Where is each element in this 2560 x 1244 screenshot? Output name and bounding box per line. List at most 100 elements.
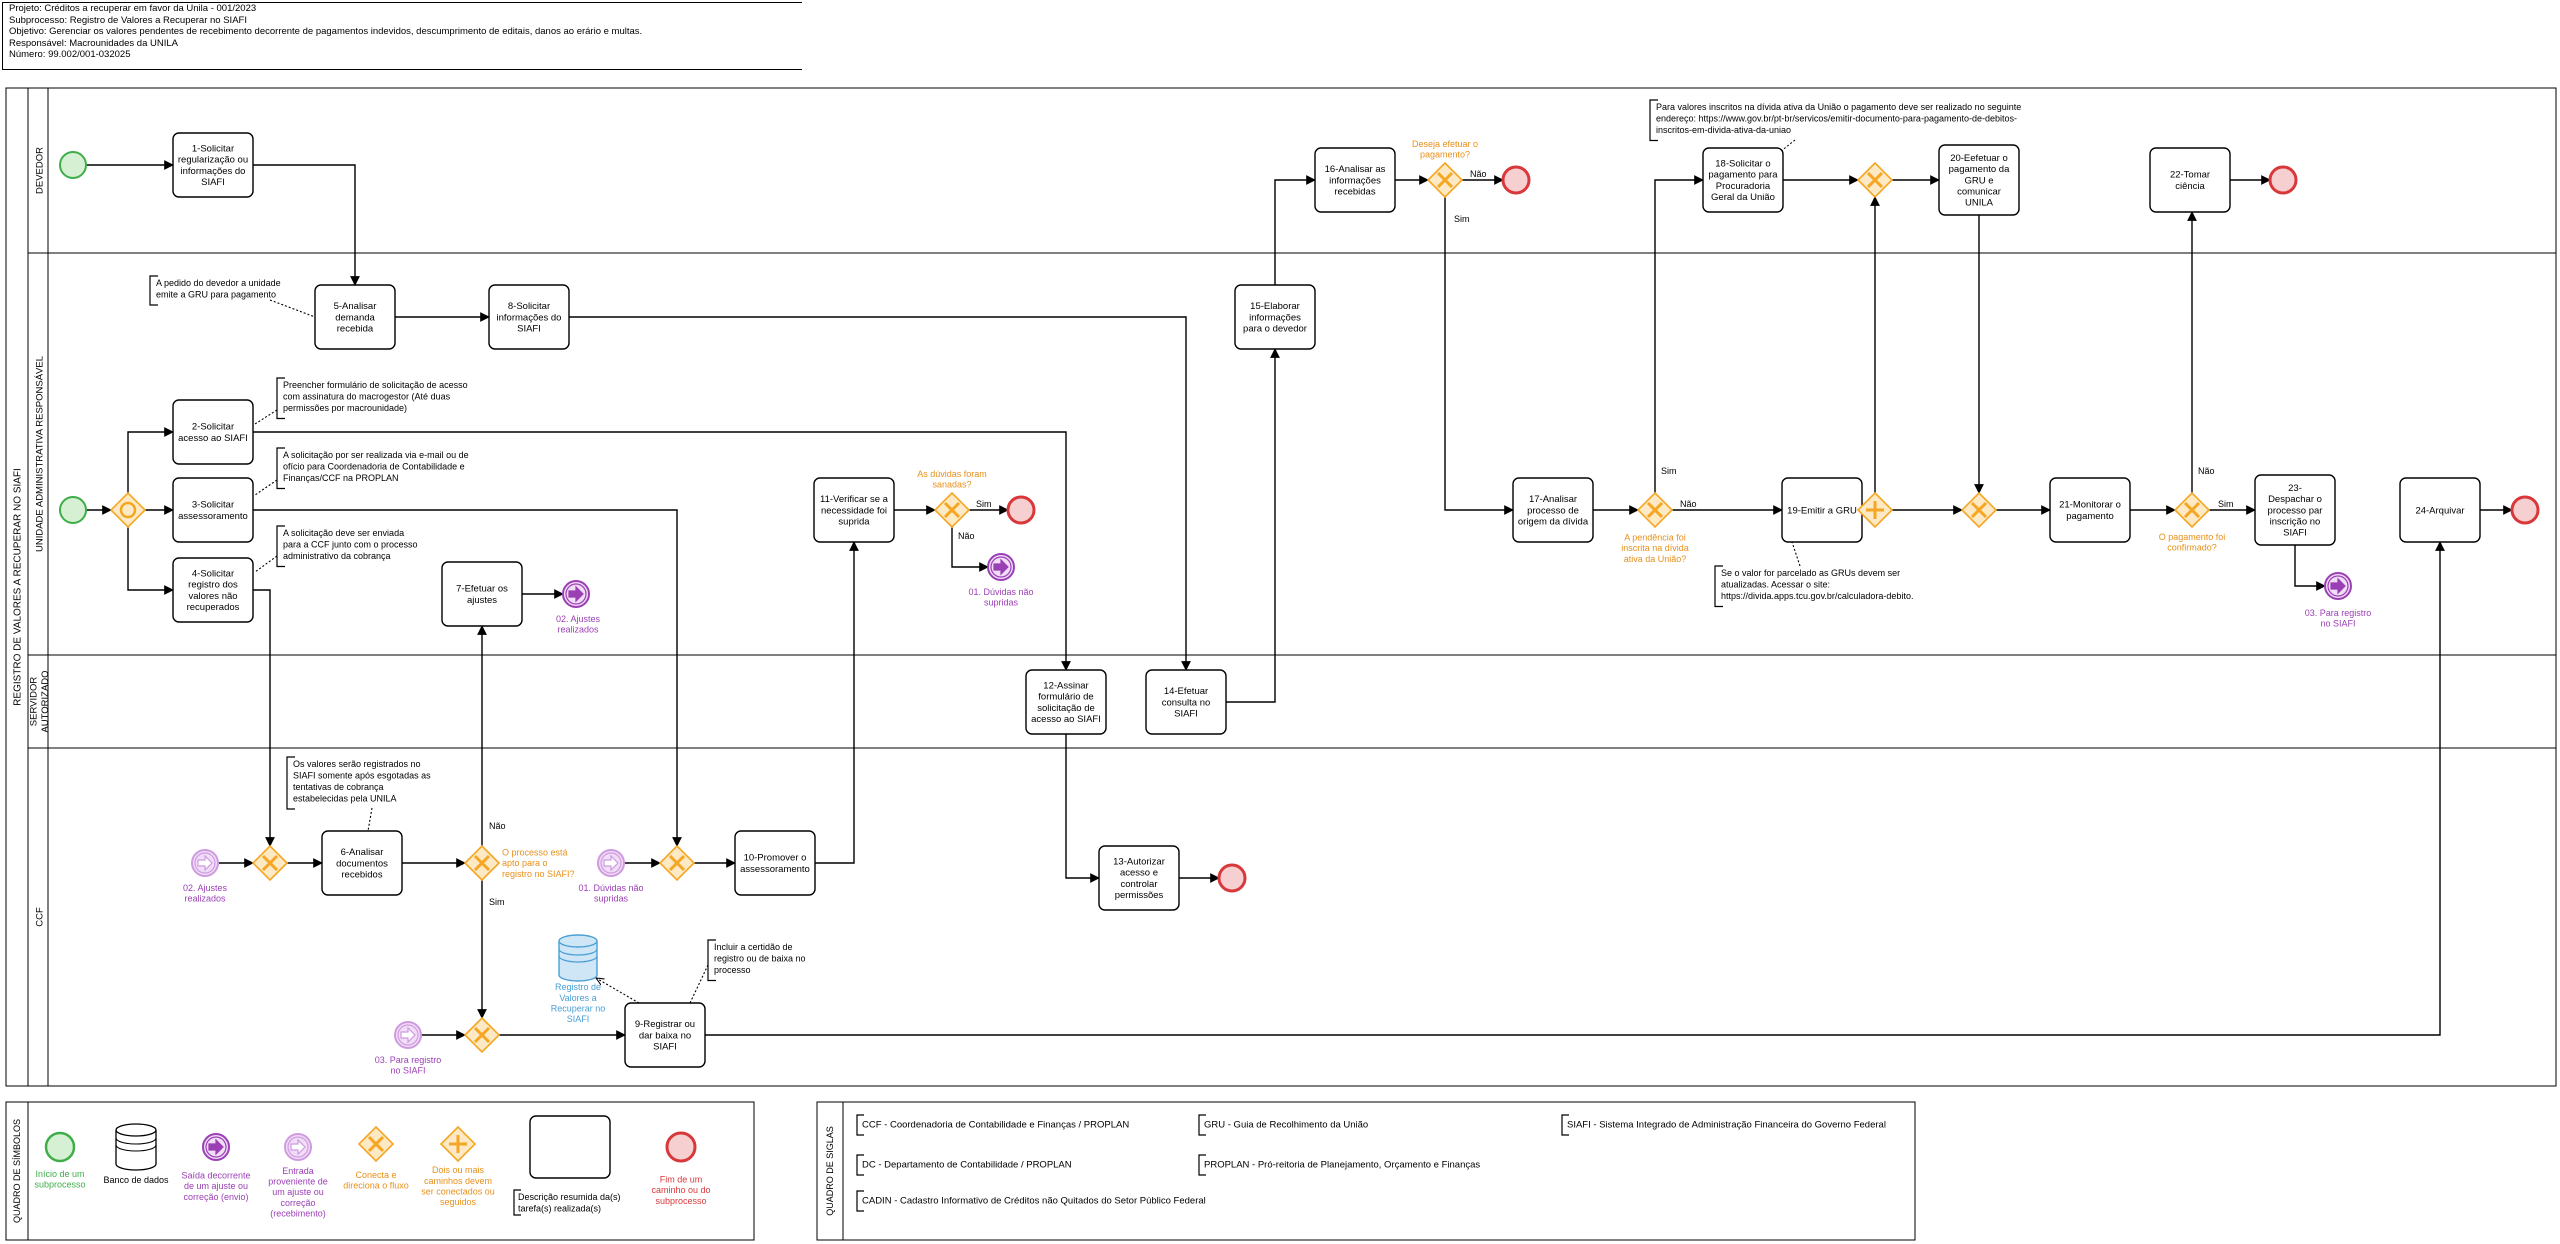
task-t11 xyxy=(813,477,895,543)
database-top xyxy=(558,934,598,948)
task-label-t24: 24-Arquivar xyxy=(2415,505,2464,516)
annotation-association xyxy=(367,807,373,832)
task-t20 xyxy=(1938,144,2020,216)
legend-symbols-frame xyxy=(5,1101,755,1241)
annotation-a_email: A solicitação por ser realizada via e-ma… xyxy=(283,450,469,483)
legend-end-icon xyxy=(665,1131,697,1163)
gateway-gCCF1-marker xyxy=(261,854,279,872)
task-t4 xyxy=(172,557,254,623)
task-t6 xyxy=(321,830,403,896)
flow-label-nao: Não xyxy=(489,821,506,831)
task-t7 xyxy=(441,561,523,627)
pool-frame xyxy=(5,87,2557,1087)
lane-title: UNIDADE ADMINISTRATIVA RESPONSÁVEL xyxy=(34,356,45,552)
flow-label-sim: Sim xyxy=(976,499,992,509)
gateway-gDiv-marker xyxy=(1646,501,1664,519)
throw-event-duvidas-inner xyxy=(990,556,1012,578)
sequence-flow xyxy=(951,527,989,572)
gateway-gOr xyxy=(109,491,147,529)
legend-database-icon xyxy=(115,1130,157,1171)
catch-event-ajustes-arrow xyxy=(197,854,213,872)
annotation-a_divida: Para valores inscritos na dívida ativa d… xyxy=(1656,102,2021,135)
database-icon xyxy=(558,941,598,982)
header-objetivo: Objetivo: Gerenciar os valores pendentes… xyxy=(9,26,643,37)
annotation-association xyxy=(689,964,709,1004)
sigla-ccf: CCF - Coordenadoria de Contabilidade e F… xyxy=(862,1119,1129,1130)
sequence-flow xyxy=(2294,545,2326,591)
catch-event-duvidas-arrow xyxy=(603,854,619,872)
sequence-flow xyxy=(1444,197,1514,515)
throw-event-ajustes-arrow xyxy=(568,585,584,603)
pool-title: REGISTRO DE VALORES A RECUPERAR NO SIAFI xyxy=(13,468,24,706)
gateway-gPag-marker xyxy=(1436,171,1454,189)
flow-label-nao: Não xyxy=(1680,499,1697,509)
data-association xyxy=(596,978,640,1004)
database-rings xyxy=(558,948,598,963)
task-t8 xyxy=(488,284,570,350)
lane-title: DEVEDOR xyxy=(34,147,45,194)
annotation-association xyxy=(254,479,278,496)
end-event xyxy=(2510,495,2540,525)
annotation-association xyxy=(254,555,278,573)
sigla-bracket xyxy=(1198,1154,1206,1176)
sequence-flow xyxy=(253,431,1071,671)
sigla-siafi: SIAFI - Sistema Integrado de Administraç… xyxy=(1567,1119,1886,1130)
task-t24 xyxy=(2399,477,2481,543)
sigla-proplan: PROPLAN - Pró-reitoria de Planejamento, … xyxy=(1204,1159,1480,1170)
annotation-association xyxy=(1779,139,1796,153)
catch-event-siafi-arrow xyxy=(400,1026,416,1044)
sequence-flow xyxy=(1274,175,1316,285)
legend-start-icon xyxy=(44,1131,76,1163)
sigla-bracket xyxy=(1198,1114,1206,1136)
sigla-dc: DC - Departamento de Contabilidade / PRO… xyxy=(862,1159,1072,1170)
end-event xyxy=(1006,495,1036,525)
gateway-gCCF2-marker xyxy=(668,854,686,872)
legend-catch-icon-arrow xyxy=(290,1138,306,1156)
throw-event-siafi-arrow xyxy=(2330,577,2346,595)
annotation-bracket xyxy=(707,939,716,982)
sequence-flow xyxy=(253,589,275,847)
task-t5 xyxy=(314,284,396,350)
task-t3 xyxy=(172,477,254,543)
gateway-gCCF3-marker xyxy=(473,1026,491,1044)
gateway-gJ19-marker xyxy=(1970,501,1988,519)
legend-database-rings xyxy=(115,1137,157,1152)
gateway-gDuv-marker xyxy=(943,501,961,519)
header-responsavel: Responsável: Macrounidades da UNILA xyxy=(9,37,178,49)
flow-label-sim: Sim xyxy=(1454,214,1470,224)
throw-event-duvidas-arrow xyxy=(993,558,1009,576)
task-t22 xyxy=(2149,147,2231,213)
annotation-bracket xyxy=(276,377,285,420)
sequence-flow xyxy=(127,527,174,595)
legend-exclusive-gateway-icon-marker xyxy=(367,1135,385,1153)
sigla-cadin: CADIN - Cadastro Informativo de Créditos… xyxy=(862,1195,1206,1206)
task-label-t19: 19-Emitir a GRU xyxy=(1787,505,1857,516)
